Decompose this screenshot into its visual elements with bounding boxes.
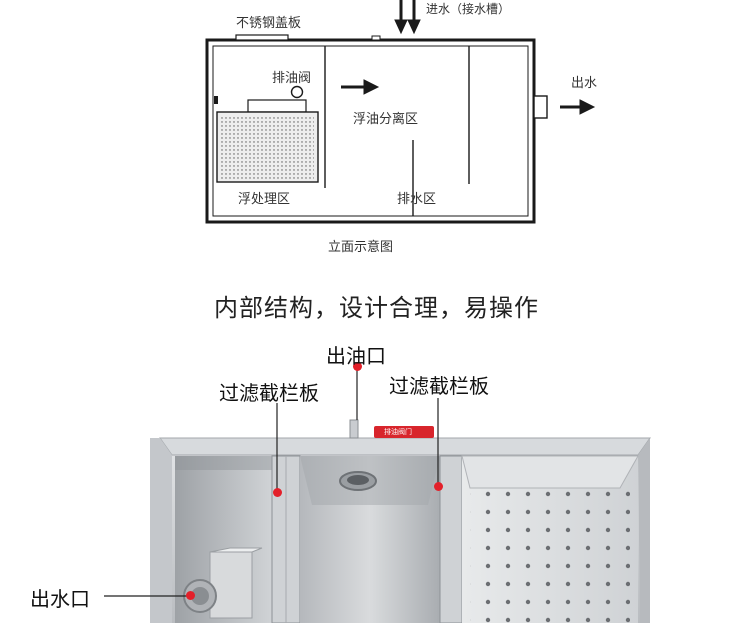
filter-right-label: 过滤截栏板 <box>389 374 489 398</box>
tank-outline <box>205 38 536 224</box>
inlet-arrows-icon <box>394 0 421 35</box>
water-outlet-marker <box>186 591 195 600</box>
slogan-text: 内部结构，设计合理，易操作 <box>214 294 539 322</box>
cover-plate <box>235 34 289 41</box>
drain-zone-label: 排水区 <box>397 192 437 207</box>
oil-valve-symbol <box>290 85 304 99</box>
perforated-basket <box>470 490 630 623</box>
tank-inner-outline <box>212 45 529 217</box>
wall-mark <box>214 96 218 104</box>
filter-left-marker <box>273 488 282 497</box>
oil-outlet-marker <box>353 362 362 371</box>
flow-arrow-icon <box>341 79 380 95</box>
inlet-label: 进水（接水槽） <box>426 2 511 16</box>
separation-zone-label: 浮油分离区 <box>353 112 419 127</box>
oil-outlet-label: 出油口 <box>326 344 386 368</box>
outlet-arrow-icon <box>560 99 596 115</box>
outlet-label: 出水 <box>571 76 598 91</box>
leader-lines <box>104 366 439 597</box>
tank-right-side <box>638 438 650 623</box>
tank-rim <box>159 437 651 456</box>
oil-valve-label: 排油阀 <box>272 71 312 86</box>
float-zone-label: 浮处理区 <box>238 192 291 207</box>
cover-plate-label: 不锈钢盖板 <box>236 16 302 31</box>
outlet-nozzle <box>533 95 548 119</box>
oil-outlet-pipe <box>349 419 359 439</box>
valve-tag-label: 排油阀门 <box>384 428 412 436</box>
filter-left-label: 过滤截栏板 <box>219 381 319 405</box>
left-plate <box>209 551 253 619</box>
filter-right-marker <box>434 482 443 491</box>
water-outlet-label: 出水口 <box>30 587 90 611</box>
tank-left-side <box>150 438 172 623</box>
schematic-caption: 立面示意图 <box>328 240 394 255</box>
cover-hinge <box>371 35 381 41</box>
valve-tag <box>374 426 434 438</box>
basket-dots <box>221 115 314 179</box>
filter-plate-right <box>439 455 463 623</box>
schematic-drawing <box>205 0 596 224</box>
